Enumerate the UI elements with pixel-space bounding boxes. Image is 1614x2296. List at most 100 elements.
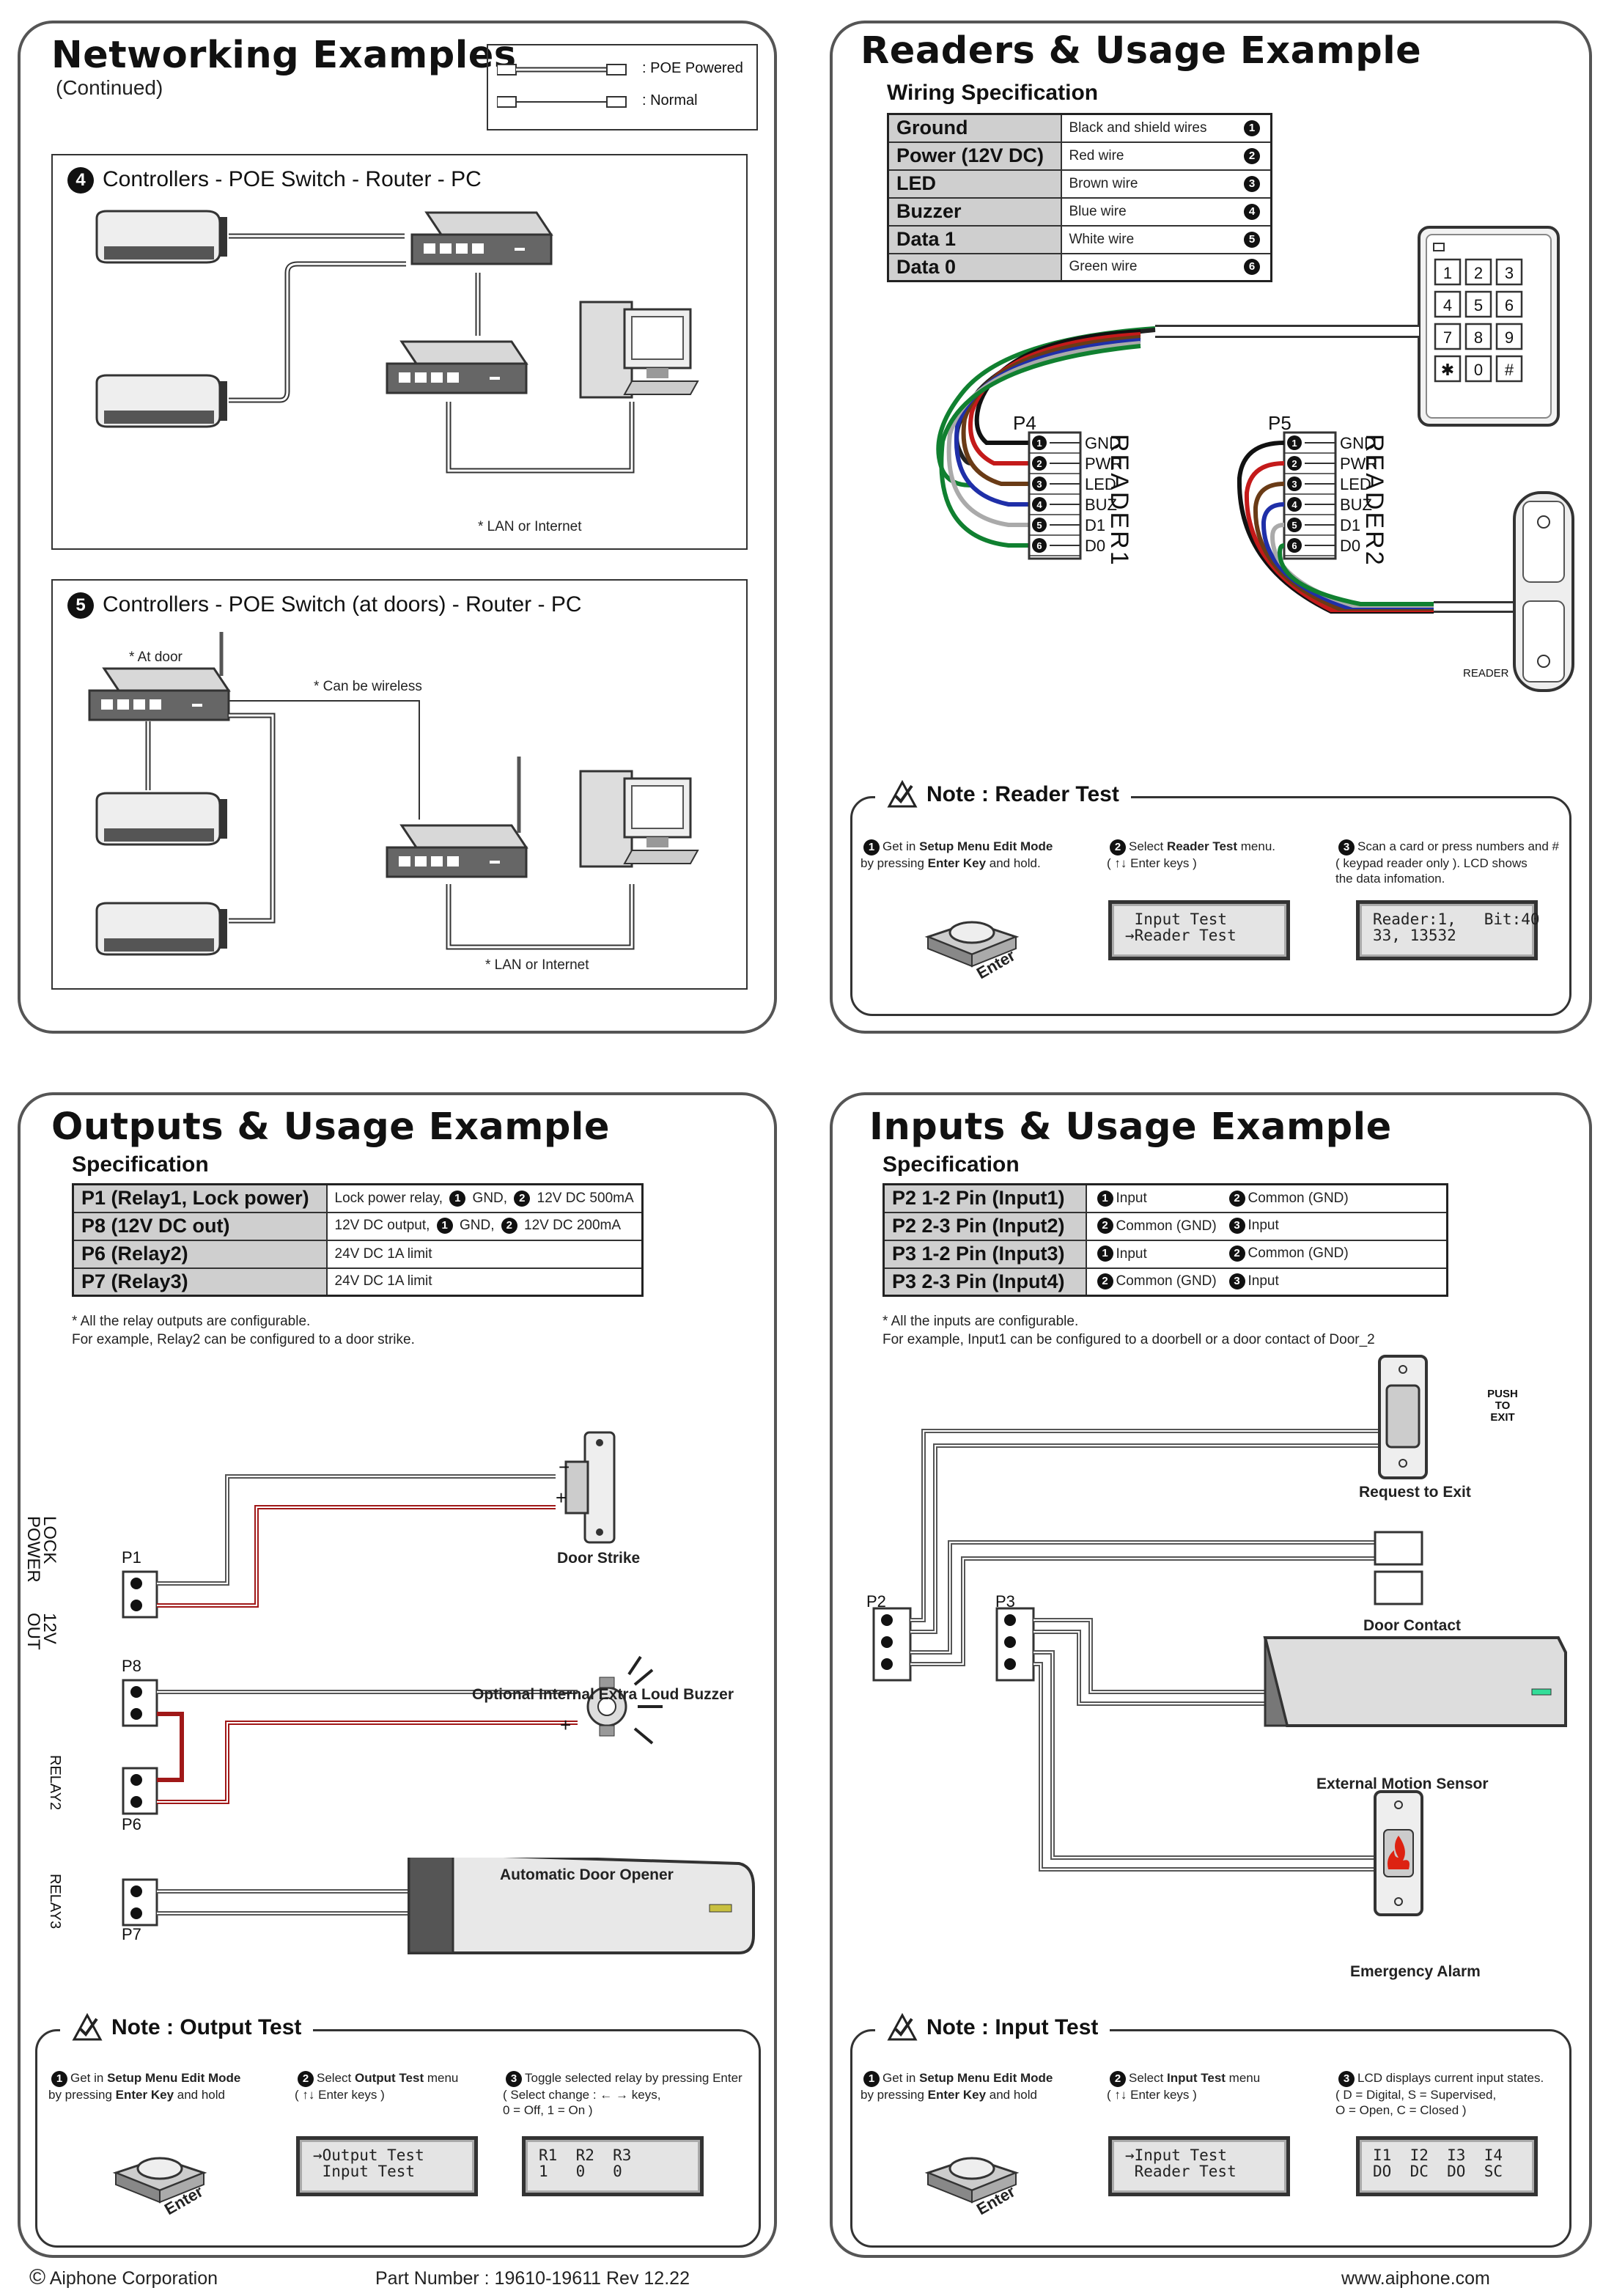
example-5-title: 5 Controllers - POE Switch (at doors) - R… (67, 592, 582, 619)
p5-pin-label: PWR (1340, 455, 1377, 473)
keypad-key-label: 5 (1474, 296, 1483, 314)
input-pin-role: Input (1248, 1218, 1279, 1234)
example-5-lan-caption: * LAN or Internet (485, 957, 589, 973)
p5-pin-number: 3 (1291, 479, 1297, 490)
p4-pin-label: LED (1085, 475, 1116, 493)
p6-connector (122, 1767, 158, 1815)
p8-connector (122, 1679, 158, 1727)
keypad-key-label: 8 (1474, 328, 1483, 347)
wiring-signal-name: LED (887, 169, 1062, 199)
at-door-caption: * At door (129, 650, 183, 665)
buzzer-caption: Optional Internal Extra Loud Buzzer (472, 1686, 734, 1703)
p4-pin-dot (1032, 518, 1047, 532)
inputs-panel: Inputs & Usage Example Specification P2 … (830, 1092, 1592, 2258)
wire-number-badge: 6 (1244, 259, 1260, 276)
output-description-text: 12V DC output, (334, 1218, 434, 1234)
enter-key-icon: Enter (112, 2157, 207, 2218)
push-to-exit-label: PUSH TO EXIT (1487, 1388, 1518, 1424)
pin-number-badge: 3 (1228, 1218, 1245, 1235)
reader-test-lcd-result: Reader:1, Bit:40 33, 13532 (1356, 900, 1540, 960)
keypad-key: 1 (1434, 258, 1462, 286)
legend-normal-label: : Normal (642, 92, 698, 108)
output-name: P7 (Relay3) (72, 1267, 328, 1297)
outputs-footnote: * All the relay outputs are configurable… (72, 1314, 415, 1347)
output-test-note-title: Note : Output Test (60, 2013, 314, 2042)
request-to-exit-caption: Request to Exit (1359, 1484, 1471, 1501)
inputs-wiring-diagram (872, 1355, 1567, 1916)
wire-color-text: Red wire (1069, 147, 1124, 163)
outputs-wiring-diagram: − + − + (122, 1431, 663, 1815)
p4-pin-number: 2 (1036, 458, 1042, 469)
wire-color-text: Black and shield wires (1069, 119, 1207, 136)
inputs-title: Inputs & Usage Example (869, 1105, 1392, 1149)
p5-pin-label: D0 (1340, 537, 1360, 555)
keypad-key: 6 (1495, 290, 1523, 318)
svg-text:−: − (561, 1682, 572, 1704)
example-4-title-text: Controllers - POE Switch - Router - PC (103, 167, 482, 191)
networking-panel: Networking Examples (Continued) : POE Po… (18, 21, 777, 1034)
p5-pin-label: BUZ (1340, 496, 1372, 514)
p4-pin-dot (1032, 477, 1047, 491)
lock-power-label: LOCK POWER (23, 1516, 59, 1583)
svg-text:+: + (556, 1487, 567, 1509)
p5-pin-number: 4 (1291, 499, 1297, 510)
check-triangle-icon (887, 2013, 918, 2041)
wire-number-badge: 1 (1244, 119, 1260, 136)
input-name: P3 2-3 Pin (Input4) (882, 1267, 1087, 1297)
output-name: P6 (Relay2) (72, 1239, 328, 1269)
keypad-key-label: 3 (1505, 264, 1514, 282)
keypad-key-label: ✱ (1441, 361, 1454, 379)
output-test-note-title-text: Note : Output Test (111, 2015, 302, 2039)
input-pin-role: Input (1116, 1190, 1147, 1206)
networking-title: Networking Examples (51, 34, 517, 77)
example-5-title-text: Controllers - POE Switch (at doors) - Ro… (103, 592, 582, 617)
footer-company: © Aiphone Corporation (29, 2265, 218, 2290)
poe-switch (410, 211, 553, 265)
pin-number-badge: 2 (501, 1218, 517, 1235)
relay3-label: RELAY3 (47, 1874, 63, 1929)
emergency-alarm-device (1374, 1790, 1423, 1916)
relay3-diagram (122, 1858, 755, 1954)
output-description-text: 24V DC 1A limit (334, 1273, 432, 1289)
p1-label: P1 (122, 1548, 141, 1567)
keypad-key: # (1495, 355, 1523, 383)
push-to-exit-device (1378, 1355, 1428, 1479)
readers-panel: Readers & Usage Example Wiring Specifica… (830, 21, 1592, 1034)
p5-pin-number: 6 (1291, 540, 1297, 551)
output-description: 24V DC 1A limit (325, 1239, 644, 1269)
example-5-number: 5 (67, 592, 94, 619)
p7-label: P7 (122, 1925, 141, 1943)
p4-pin-label: D1 (1085, 516, 1105, 534)
keypad-key: 2 (1464, 258, 1492, 286)
p5-pin-number: 5 (1291, 520, 1297, 531)
input-test-note-title: Note : Input Test (875, 2013, 1110, 2042)
example-4-lan-caption: * LAN or Internet (478, 519, 582, 534)
pin-number-badge: 2 (1097, 1218, 1113, 1235)
output-description: 24V DC 1A limit (325, 1267, 644, 1297)
input-test-lcd-result: I1 I2 I3 I4 DO DC DO SC (1356, 2136, 1538, 2196)
keypad-key-label: 1 (1443, 264, 1452, 282)
output-description-text: 12V DC 200mA (520, 1218, 622, 1234)
p5-pin-label: D1 (1340, 516, 1360, 534)
output-name: P8 (12V DC out) (72, 1211, 328, 1241)
output-description: 12V DC output, 1 GND, 2 12V DC 200mA (325, 1211, 644, 1241)
copyright-icon: © (29, 2265, 46, 2289)
pin-number-badge: 2 (1097, 1273, 1113, 1290)
footer-url[interactable]: www.aiphone.com (1341, 2268, 1490, 2289)
reader-test-note-title-text: Note : Reader Test (926, 782, 1119, 806)
controller-device (95, 792, 229, 846)
